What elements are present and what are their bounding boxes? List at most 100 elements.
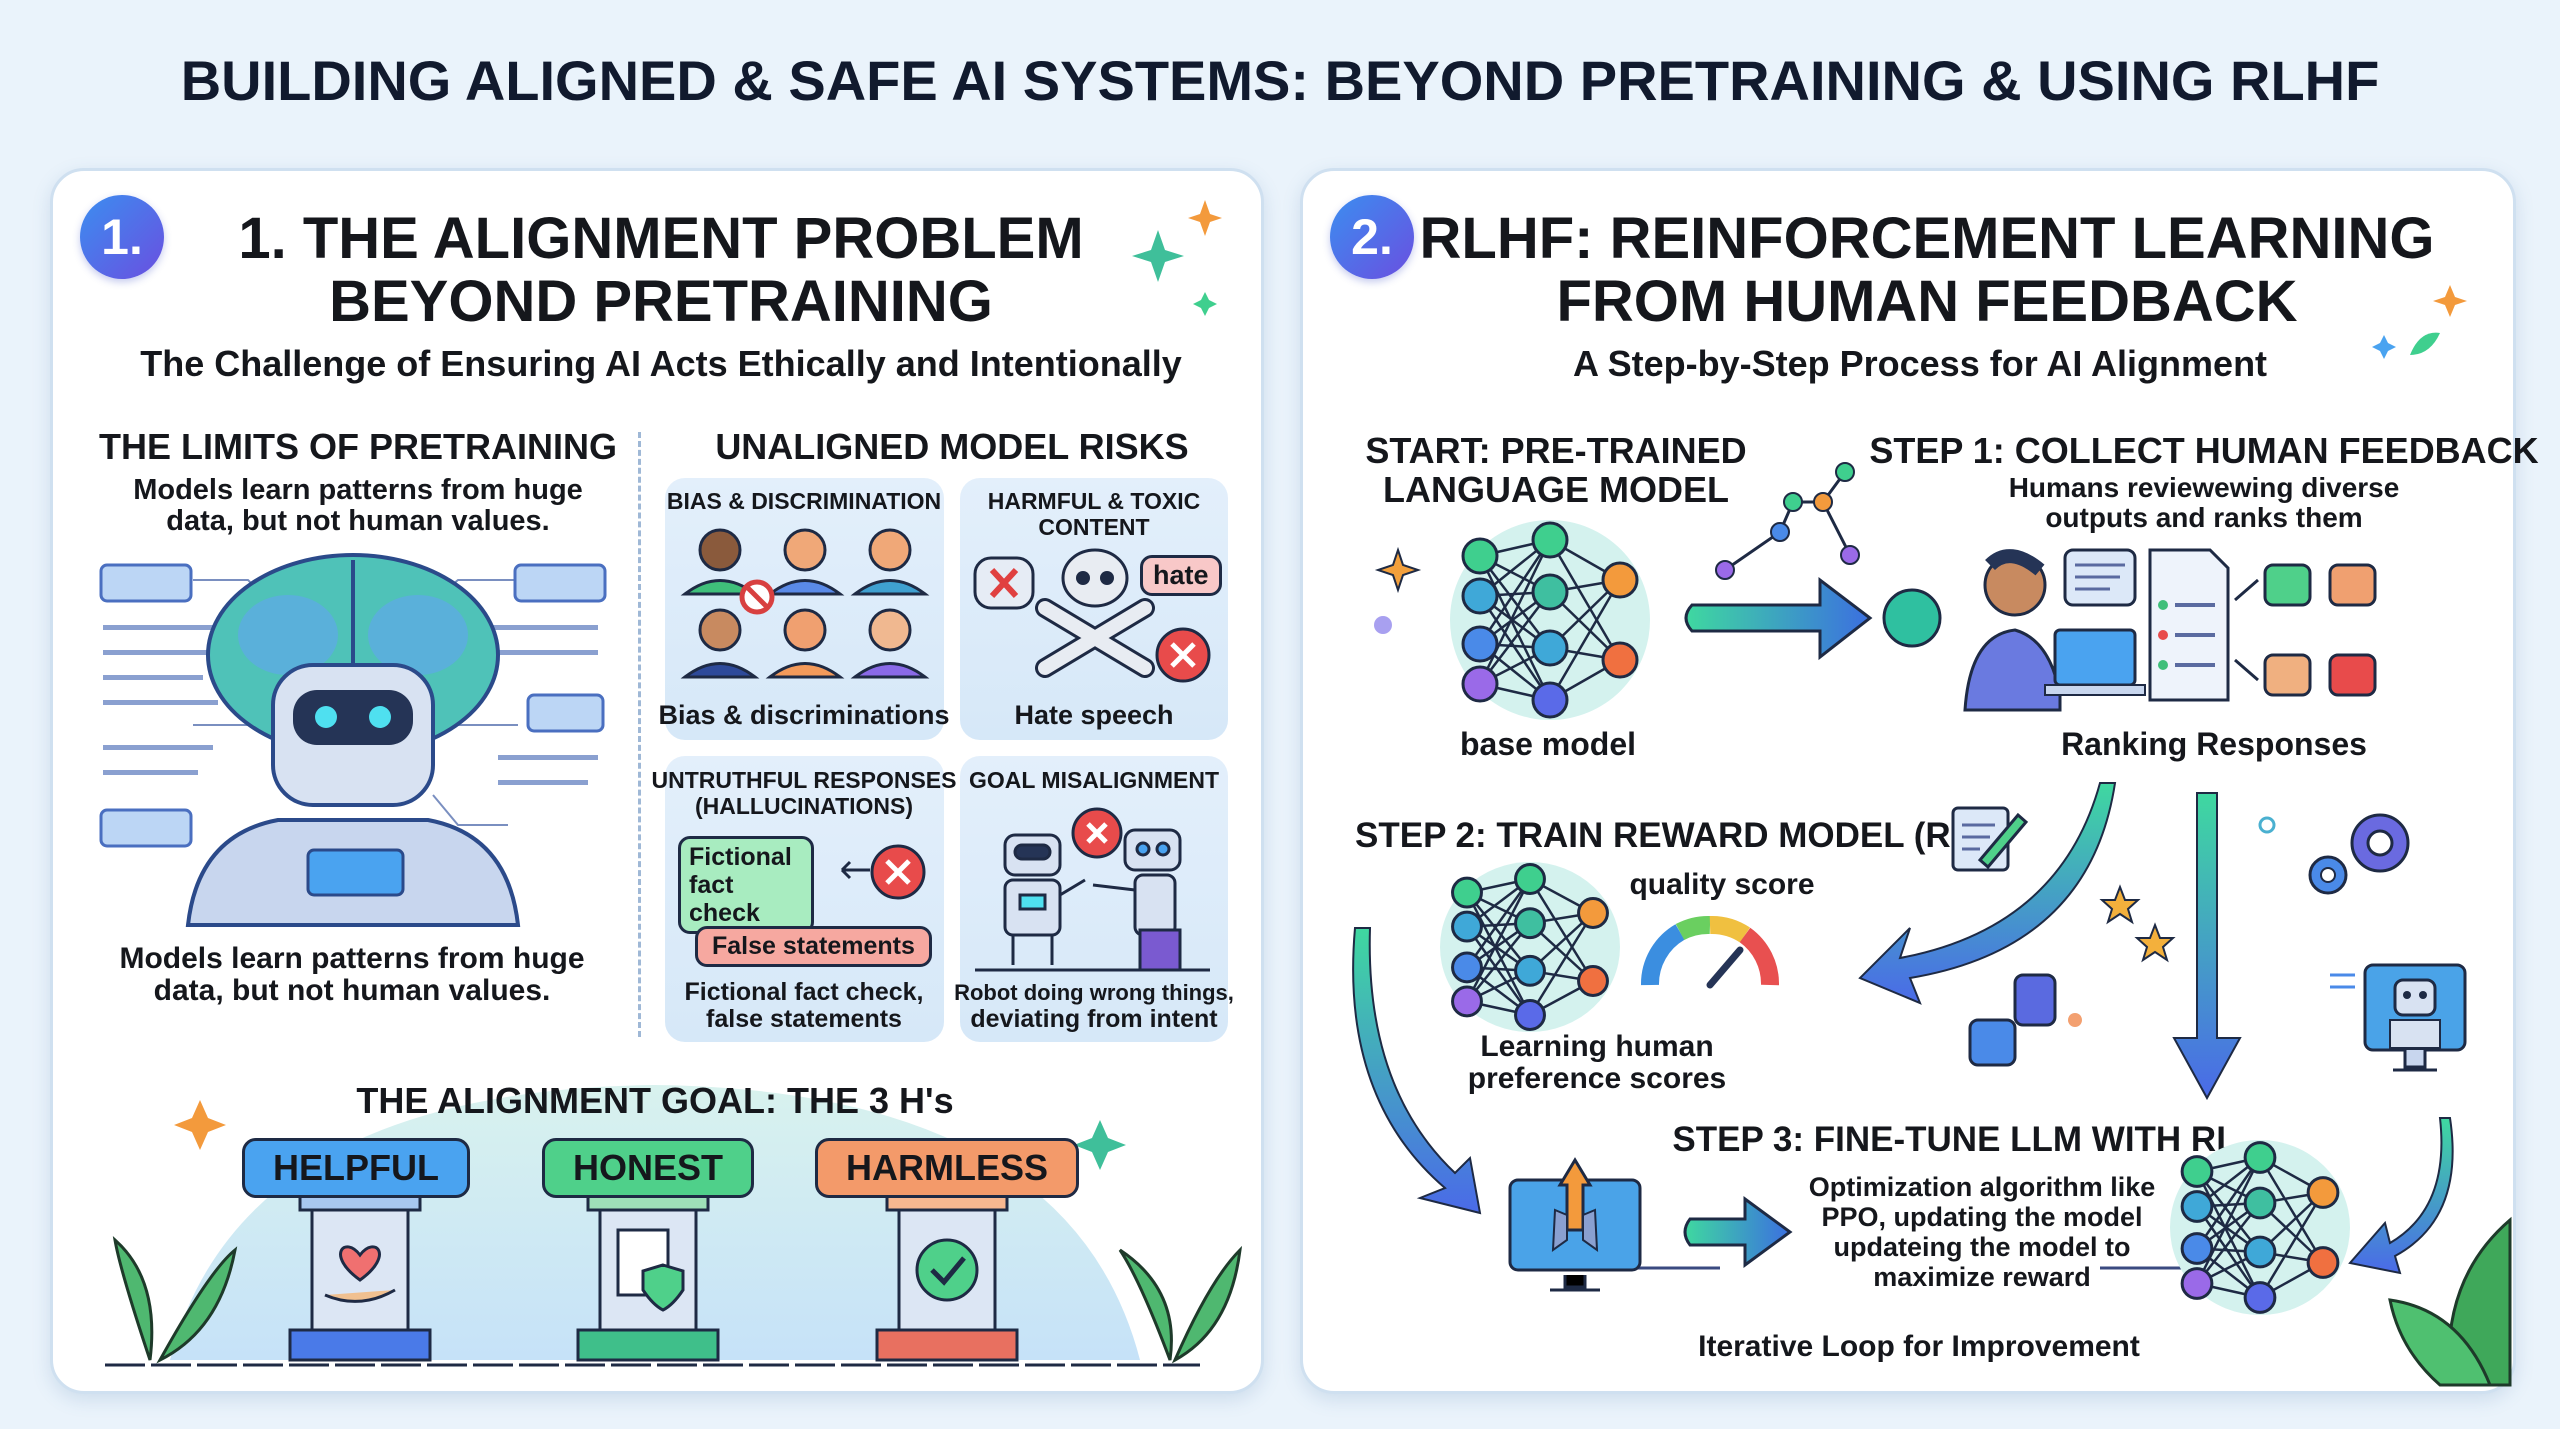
nn-edge [1465, 892, 1532, 1016]
loop-label: Iterative Loop for Improvement [1688, 1330, 2150, 1364]
step3-desc-line3: updateing the model to [1833, 1232, 2131, 1262]
neural-network-icon [1440, 862, 1620, 1032]
notepad-pencil-icon [1951, 806, 2029, 872]
step3-desc-line2: PPO, updating the model [1821, 1202, 2143, 1232]
curved-arrow-to-finetune [1352, 927, 1482, 1215]
step1-caption: Ranking Responses [2061, 726, 2367, 762]
nn-edge [1528, 878, 1595, 982]
human-ranking-illustration [1963, 548, 2377, 712]
step3-desc: Optimization algorithm like PPO, updatin… [1809, 1172, 2156, 1292]
pillar-honest [576, 1183, 720, 1362]
nn-edge [1466, 891, 1531, 972]
down-arrow-to-step3 [2172, 792, 2242, 1101]
nn-node [1531, 629, 1569, 667]
nn-edge [2195, 1156, 2262, 1285]
pillar-label-harmless: HARMLESS [814, 1138, 1080, 1198]
nn-node [1461, 625, 1499, 663]
nn-node [2180, 1190, 2214, 1223]
stars-icon [2099, 884, 2176, 963]
nn-edge [1465, 878, 1532, 969]
risk-card-caption: Bias & discriminations [658, 700, 950, 730]
arrow-right-icon [1683, 1196, 1793, 1268]
skull-crossbones-icon [973, 548, 1211, 683]
nn-node [1461, 665, 1499, 703]
people-icon [680, 528, 930, 679]
nn-node [1577, 965, 1609, 997]
limits-caption-line1: Models learn patterns from huge [119, 942, 585, 975]
hate-bubble: hate [1140, 555, 1222, 596]
step1-heading: STEP 1: COLLECT HUMAN FEEDBACK [1869, 430, 2539, 471]
nn-node [2180, 1155, 2214, 1188]
risk-card-title: BIAS & DISCRIMINATION [666, 488, 942, 514]
nn-edge [1478, 539, 1552, 685]
robots-icon [975, 807, 1210, 972]
panel-title-line1: 1. THE ALIGNMENT PROBLEM [238, 206, 1084, 271]
risk-card-caption-line2: deviating from intent [970, 1005, 1218, 1033]
nn-edge [2195, 1170, 2262, 1299]
gears-icon [2258, 813, 2410, 895]
nn-edge [2195, 1205, 2262, 1299]
step2-caption-line2: preference scores [1467, 1062, 1727, 1095]
nn-node [1514, 954, 1546, 987]
risk-card-title: HARMFUL & TOXIC [987, 488, 1201, 514]
nn-edge [1479, 555, 1551, 649]
neural-network-icon [1450, 520, 1650, 720]
nn-node [1451, 985, 1483, 1018]
feedback-thumbs-icon [1968, 973, 2082, 1067]
start-caption: base model [1459, 726, 1637, 762]
fictional-bubble-line1: Fictional [689, 843, 792, 871]
step3-heading: STEP 3: FINE-TUNE LLM WITH RL [1672, 1120, 2238, 1159]
nn-node [1531, 681, 1569, 719]
nn-edge [2258, 1156, 2325, 1264]
nn-node [2306, 1176, 2340, 1209]
limits-desc-line1: Models learn patterns from huge [133, 474, 583, 506]
risk-card-title-line2: CONTENT [1038, 514, 1150, 540]
nn-node [2243, 1235, 2277, 1269]
nn-node [1531, 521, 1569, 559]
neural-network-icon [2170, 1140, 2350, 1315]
nn-node [1577, 897, 1609, 929]
base-model-neural-network [1450, 520, 1650, 720]
panel-subtitle: A Step-by-Step Process for AI Alignment [1572, 343, 2268, 384]
nn-node [2180, 1232, 2214, 1265]
step1-desc-line1: Humans reviewewing diverse [2008, 472, 2400, 503]
curved-arrow-to-reward-model [1858, 782, 2117, 1005]
risk-card-title: GOAL MISALIGNMENT [968, 767, 1220, 793]
nn-node [2243, 1141, 2277, 1174]
nn-node [1451, 951, 1483, 984]
heart-hand-icon [339, 1245, 381, 1282]
check-circle-icon [915, 1238, 979, 1302]
pillar-helpful [288, 1183, 432, 1362]
node-graph-icon [1715, 462, 1860, 580]
ranked-list-icon [2148, 548, 2230, 702]
flow-arrows [1352, 782, 2454, 1275]
nn-node [1601, 561, 1639, 599]
risk-card-caption: Robot doing wrong things, [954, 980, 1234, 1005]
nn-node [1514, 999, 1546, 1031]
sparkle-icon [1374, 546, 1422, 634]
risk-card-title-line2: (HALLUCINATIONS) [694, 793, 914, 819]
nn-node [1461, 577, 1499, 615]
robot-brain-illustration [99, 553, 607, 927]
risk-card-caption: Fictional fact check, [684, 978, 924, 1006]
panel-title-line2: BEYOND PRETRAINING [329, 269, 993, 334]
limits-caption-line2: data, but not human values. [153, 974, 551, 1007]
plant-icon [2388, 1216, 2512, 1387]
pillar-label-helpful: HELPFUL [242, 1138, 470, 1198]
nn-node [2180, 1267, 2214, 1300]
thumbs-down-icon [2328, 563, 2377, 697]
nn-edge [1478, 595, 1552, 701]
step2-caption-line1: Learning human [1480, 1030, 1714, 1063]
reward-model-neural-network [1440, 862, 1620, 1032]
nn-edge [1465, 878, 1532, 1002]
nn-edge [2258, 1191, 2325, 1299]
nn-edge [2196, 1170, 2261, 1253]
section-badge-1: 1. [80, 195, 164, 279]
false-statements-bubble: False statements [695, 926, 932, 967]
chat-bubble-icon [99, 563, 607, 848]
nn-edge [1478, 539, 1552, 645]
step1-desc-line2: outputs and ranks them [2045, 502, 2363, 533]
reject-bubble-icon [973, 556, 1035, 610]
step2-heading: STEP 2: TRAIN REWARD MODEL (RM) [1355, 816, 1992, 855]
nn-edge [1528, 912, 1595, 1016]
